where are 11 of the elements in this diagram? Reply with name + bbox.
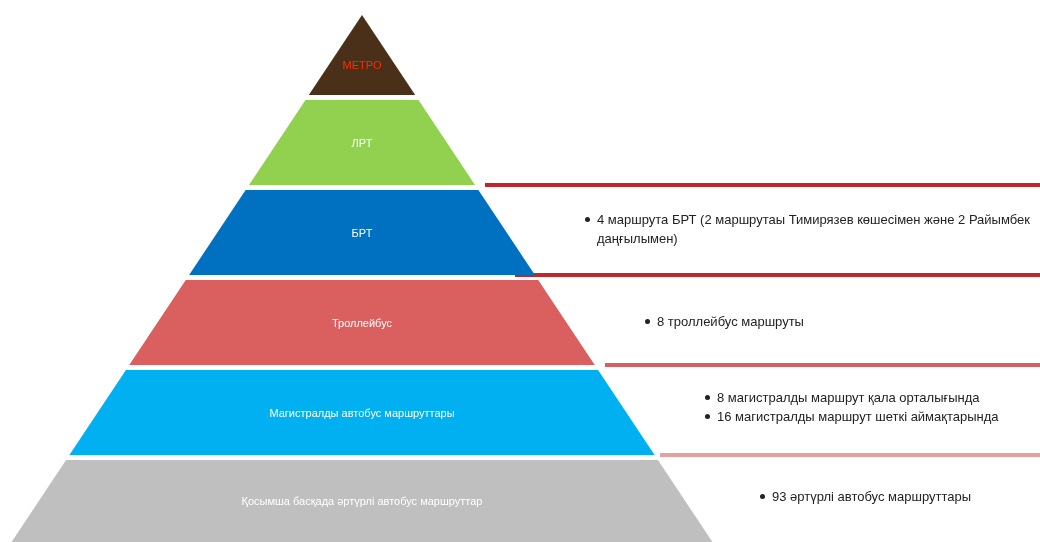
level-label: БРТ — [351, 226, 373, 239]
level-label: МЕТРО — [342, 58, 382, 71]
bullet-note: 4 маршрута БРТ (2 маршрутаы Тимирязев көшесімен және 2 Райымбек даңғылымен) — [597, 211, 1031, 248]
level-label: Троллейбус — [331, 316, 393, 329]
bullet-note: 8 магистралды маршрут қала орталығында — [717, 389, 980, 407]
bullet-note: 8 троллейбус маршруты — [657, 313, 804, 331]
level-label: Магистралды автобус маршруттары — [269, 406, 455, 419]
bullet-note: 16 магистралды маршрут шеткі аймақтарында — [717, 408, 999, 426]
level-label: Қосымша басқада әртүрлі автобус маршруттар — [241, 495, 483, 507]
bullet-note: 93 әртүрлі автобус маршруттары — [772, 488, 972, 506]
level-label: ЛРТ — [351, 136, 373, 149]
